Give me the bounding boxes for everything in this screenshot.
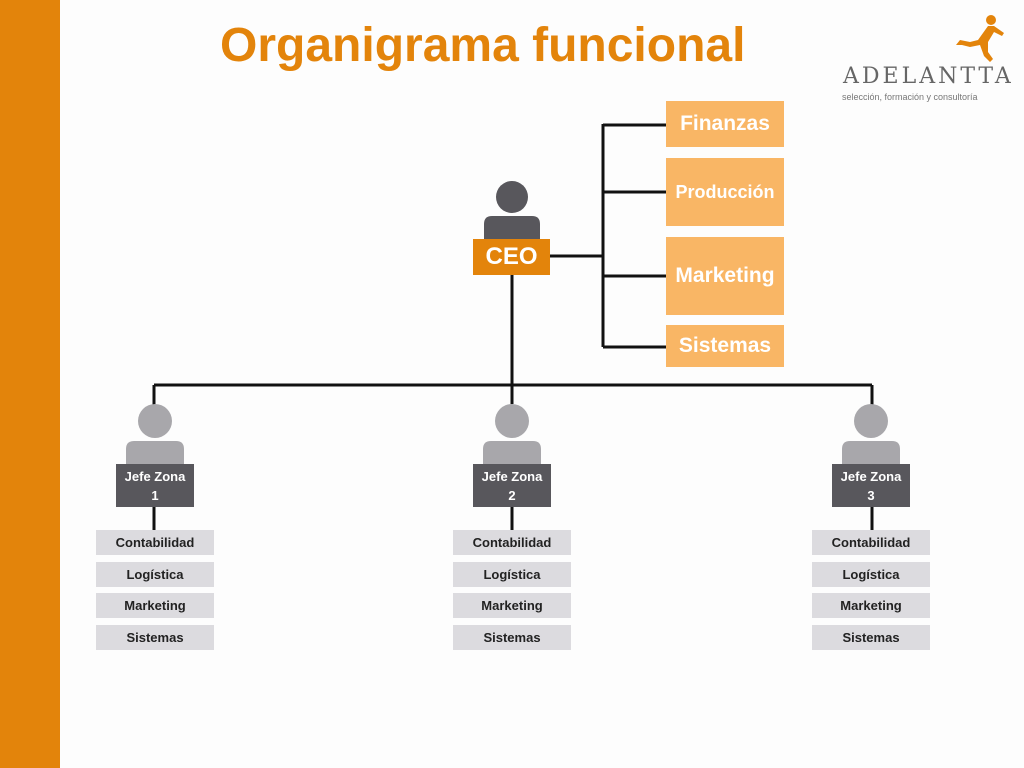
company-logo: ADELANTTA selección, formación y consult…	[838, 12, 1011, 104]
ceo-box[interactable]: CEO	[473, 239, 550, 275]
zone-1-department-box[interactable]: Logística	[96, 561, 214, 587]
zone-1-department-box[interactable]: Marketing	[96, 593, 214, 618]
zone-1-box[interactable]: Jefe Zona 1	[116, 464, 194, 507]
runner-icon	[956, 15, 1004, 62]
function-box-sistemas[interactable]: Sistemas	[666, 325, 784, 367]
zone-1-department-box[interactable]: Contabilidad	[96, 530, 214, 555]
function-box-produccion[interactable]: Producción	[666, 158, 784, 226]
zone-label: Jefe Zona	[481, 468, 543, 484]
zone-3-department-box[interactable]: Logística	[812, 561, 930, 587]
zone-number: 3	[867, 487, 875, 503]
zone-2-person-icon	[483, 404, 541, 464]
zone-1-department-box[interactable]: Sistemas	[96, 624, 214, 650]
zone-3-department-box[interactable]: Contabilidad	[812, 530, 930, 555]
ceo-person-icon	[484, 181, 540, 240]
function-box-marketing[interactable]: Marketing	[666, 237, 784, 315]
logo-tagline: selección, formación y consultoría	[842, 92, 978, 102]
zone-3-box[interactable]: Jefe Zona 3	[832, 464, 910, 507]
page-title: Organigrama funcional	[220, 19, 746, 72]
function-box-finanzas[interactable]: Finanzas	[666, 101, 784, 147]
zone-number: 2	[508, 487, 516, 503]
zone-label: Jefe Zona	[124, 468, 186, 484]
zone-number: 1	[151, 487, 159, 503]
zone-2-department-box[interactable]: Marketing	[453, 593, 571, 618]
sidebar-accent-bar	[0, 0, 60, 768]
logo-name: ADELANTTA	[843, 64, 1014, 89]
zone-3-department-box[interactable]: Sistemas	[812, 624, 930, 650]
zone-2-department-box[interactable]: Contabilidad	[453, 530, 571, 555]
zone-3-person-icon	[842, 404, 900, 464]
zone-1-person-icon	[126, 404, 184, 464]
zone-3-department-box[interactable]: Marketing	[812, 593, 930, 618]
zone-2-box[interactable]: Jefe Zona 2	[473, 464, 551, 507]
zone-label: Jefe Zona	[840, 468, 902, 484]
zone-2-department-box[interactable]: Logística	[453, 561, 571, 587]
zone-2-department-box[interactable]: Sistemas	[453, 624, 571, 650]
